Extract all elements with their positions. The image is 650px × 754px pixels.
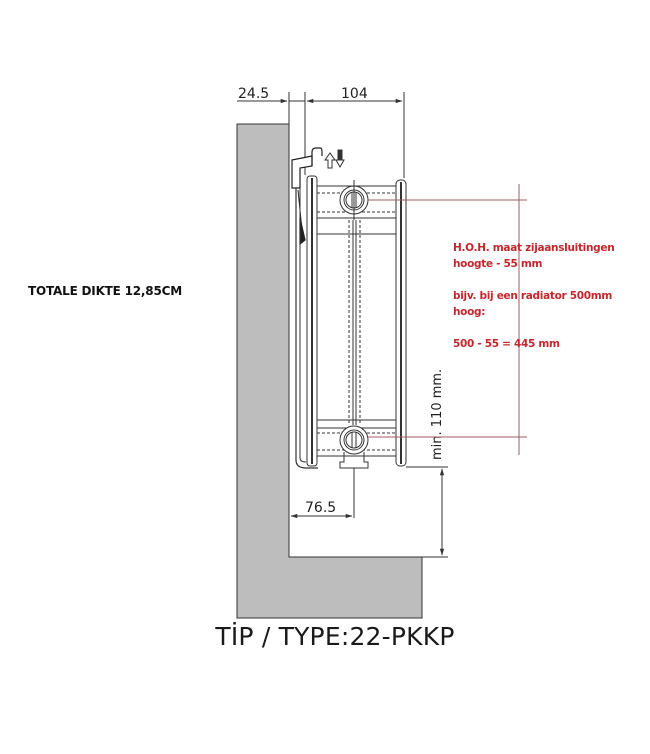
- radiator-body: [295, 175, 407, 518]
- up-arrow-icon: [324, 152, 336, 169]
- annotation-line-3: bijv. bij een radiator 500mm: [453, 290, 613, 302]
- wall-bracket: [291, 147, 323, 246]
- annotation-line-2: hoogte - 55 mm: [453, 258, 543, 270]
- dim-min-110: min. 110 mm.: [430, 369, 445, 460]
- dim-24-5: 24.5: [238, 86, 269, 102]
- floor-clearance-dimension: [406, 466, 448, 558]
- annotation-line-1: H.O.H. maat zijaansluitingen: [453, 242, 615, 254]
- annotation-line-5: 500 - 55 = 445 mm: [453, 338, 560, 350]
- dim-104: 104: [341, 86, 368, 102]
- hoh-guide-lines: [368, 184, 527, 455]
- annotation-line-4: hoog:: [453, 306, 486, 318]
- dim-76-5: 76.5: [305, 500, 336, 516]
- hoh-annotation: H.O.H. maat zijaansluitingen hoogte - 55…: [453, 240, 650, 352]
- type-title: TİP / TYPE:22-PKKP: [215, 622, 455, 651]
- total-thickness-note: TOTALE DIKTE 12,85CM: [28, 284, 182, 298]
- wall-and-floor: [236, 123, 423, 619]
- down-arrow-icon: [335, 149, 345, 169]
